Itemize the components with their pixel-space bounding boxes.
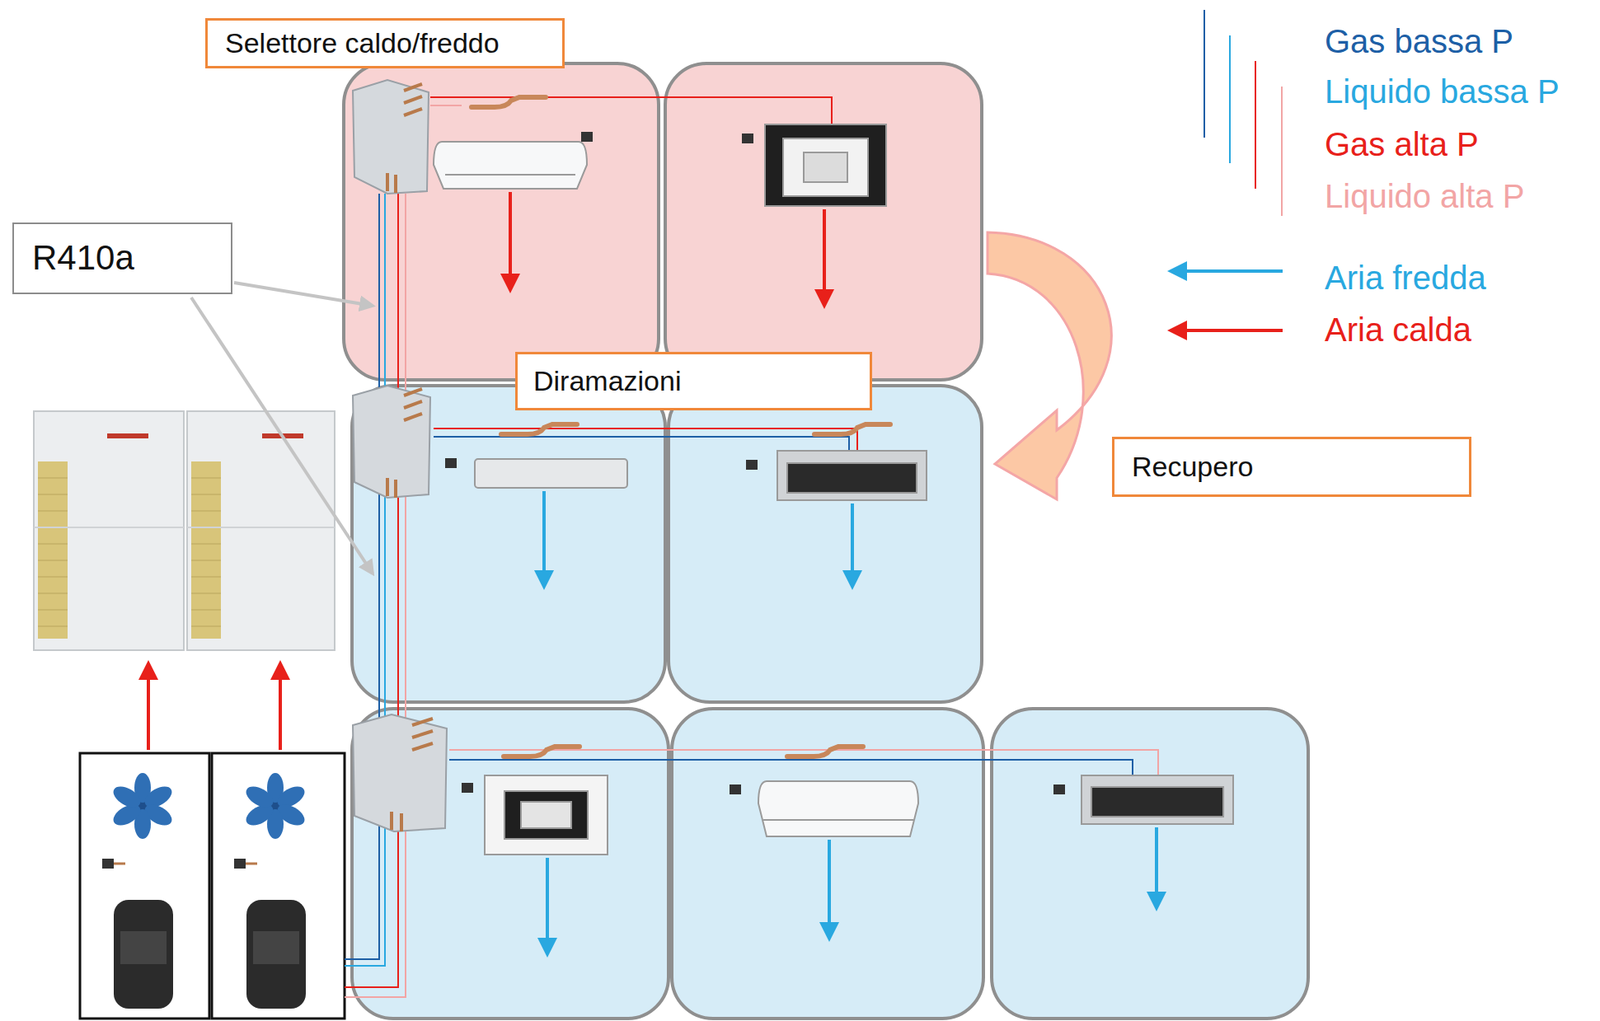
callout-box: Selettore caldo/freddo (205, 18, 565, 69)
callout-text: Recupero (1131, 450, 1253, 484)
legend-text: Liquido bassa P (1324, 72, 1560, 111)
legend-text: Aria fredda (1324, 258, 1487, 297)
legend-text: Aria calda (1324, 310, 1472, 349)
callout-text: Diramazioni (533, 365, 682, 398)
callout-text: R410a (32, 238, 135, 278)
callout-box: Diramazioni (515, 351, 873, 411)
legend-text: Liquido alta P (1324, 177, 1525, 216)
callout-text: Selettore caldo/freddo (225, 27, 500, 60)
legend-text: Gas bassa P (1324, 22, 1514, 61)
callout-box: Recupero (1112, 436, 1472, 498)
legend-text: Gas alta P (1324, 125, 1479, 164)
refrigerant-callout: R410a (12, 222, 233, 295)
